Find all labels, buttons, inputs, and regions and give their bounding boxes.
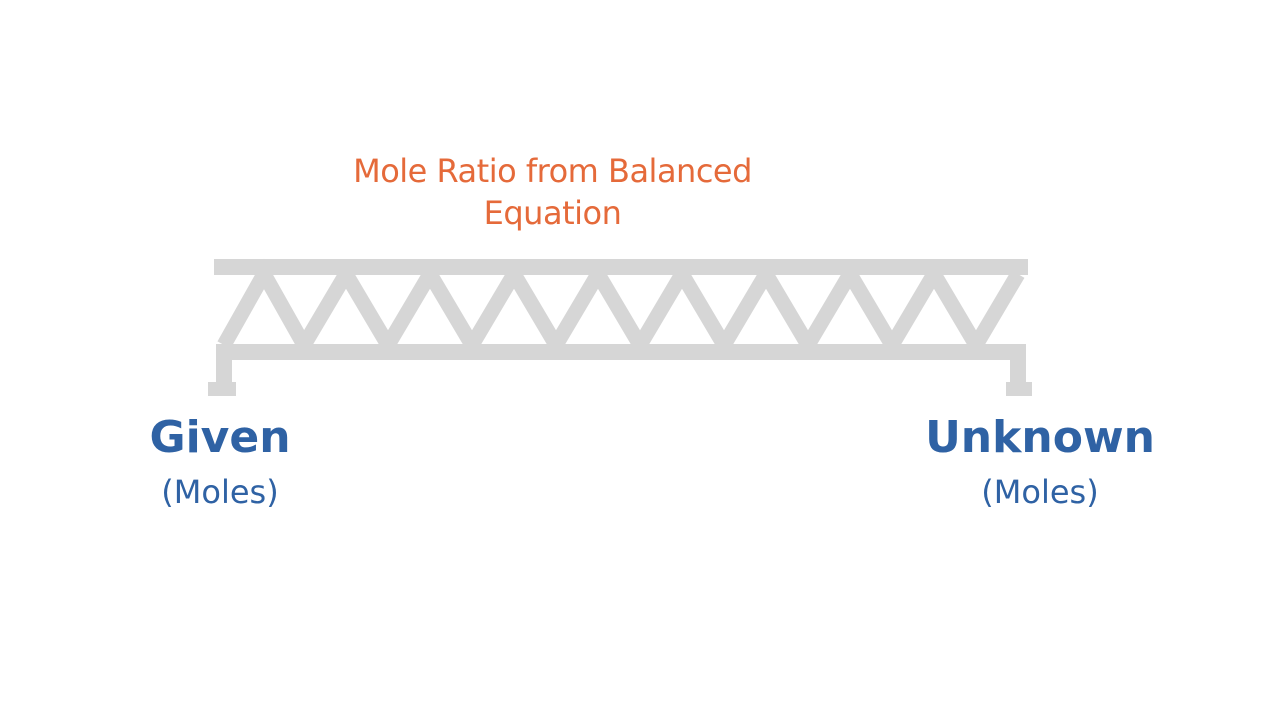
truss-web [217,258,1025,360]
truss-bottom-chord [216,344,1026,360]
truss-left-support [208,344,236,396]
bridge-title: Mole Ratio from Balanced Equation [353,152,752,232]
truss-top-chord [214,259,1028,275]
given-label: Given [149,412,291,463]
given-units: (Moles) [161,473,279,511]
truss-right-support [1006,344,1032,396]
unknown-label: Unknown [925,412,1155,463]
given-end-label: Given (Moles) [120,412,320,514]
unknown-units: (Moles) [981,473,1099,511]
unknown-end-label: Unknown (Moles) [910,412,1170,514]
